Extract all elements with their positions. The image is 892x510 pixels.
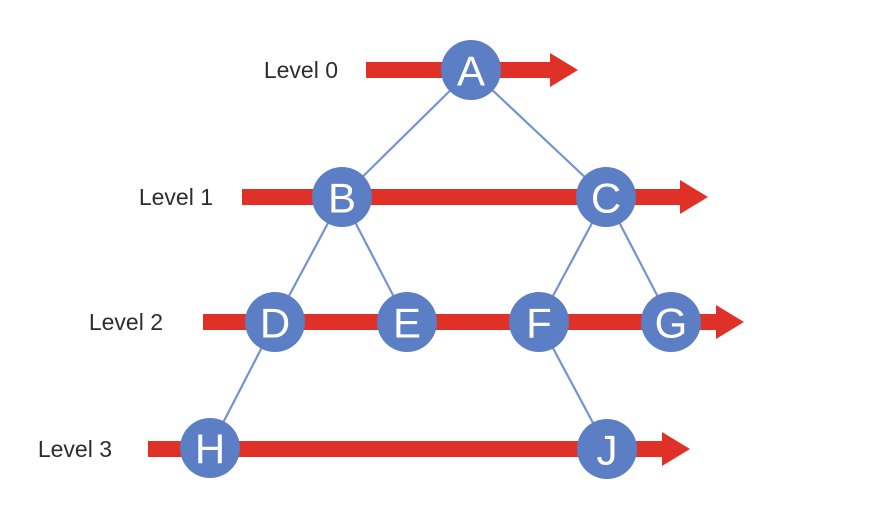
- level-arrow-head-3: [662, 432, 690, 466]
- level-label-2: Level 2: [89, 309, 163, 335]
- tree-node-circle-B: [312, 167, 372, 227]
- level-arrow-bar-2: [203, 314, 716, 330]
- tree-node-label-G: G: [655, 300, 688, 347]
- tree-node-label-E: E: [393, 300, 421, 347]
- tree-node-circle-J: [577, 419, 637, 479]
- arrows-layer: [148, 53, 744, 466]
- tree-node-label-A: A: [457, 48, 485, 95]
- tree-node-G: G: [641, 292, 701, 352]
- tree-node-A: A: [441, 40, 501, 100]
- level-label-1: Level 1: [139, 184, 213, 210]
- tree-node-label-J: J: [597, 427, 618, 474]
- tree-node-circle-E: [377, 292, 437, 352]
- tree-node-label-C: C: [591, 175, 621, 222]
- tree-node-circle-H: [180, 418, 240, 478]
- level-arrow-3: [148, 432, 690, 466]
- level-label-3: Level 3: [38, 436, 112, 462]
- level-arrow-head-0: [550, 53, 578, 87]
- level-label-0: Level 0: [264, 57, 338, 83]
- tree-node-F: F: [509, 292, 569, 352]
- tree-node-circle-D: [245, 292, 305, 352]
- level-arrow-head-1: [680, 180, 708, 214]
- edges-layer: [209, 69, 672, 450]
- tree-node-label-F: F: [526, 300, 552, 347]
- tree-node-circle-C: [576, 167, 636, 227]
- level-arrow-bar-3: [148, 441, 662, 457]
- tree-node-H: H: [180, 418, 240, 478]
- tree-node-label-H: H: [195, 426, 225, 473]
- tree-node-C: C: [576, 167, 636, 227]
- level-arrow-head-2: [716, 305, 744, 339]
- tree-node-circle-A: [441, 40, 501, 100]
- labels-layer: Level 0 Level 1 Level 2 Level 3: [38, 57, 338, 462]
- nodes-layer: A B C D E F G H J: [180, 40, 701, 479]
- tree-node-label-D: D: [260, 300, 290, 347]
- tree-node-label-B: B: [328, 175, 356, 222]
- level-arrow-1: [242, 180, 708, 214]
- tree-node-J: J: [577, 419, 637, 479]
- tree-node-D: D: [245, 292, 305, 352]
- tree-node-circle-F: [509, 292, 569, 352]
- level-arrow-2: [203, 305, 744, 339]
- tree-node-B: B: [312, 167, 372, 227]
- tree-edge-A-B: [341, 69, 472, 198]
- tree-edge-A-C: [470, 69, 607, 198]
- tree-node-E: E: [377, 292, 437, 352]
- tree-node-circle-G: [641, 292, 701, 352]
